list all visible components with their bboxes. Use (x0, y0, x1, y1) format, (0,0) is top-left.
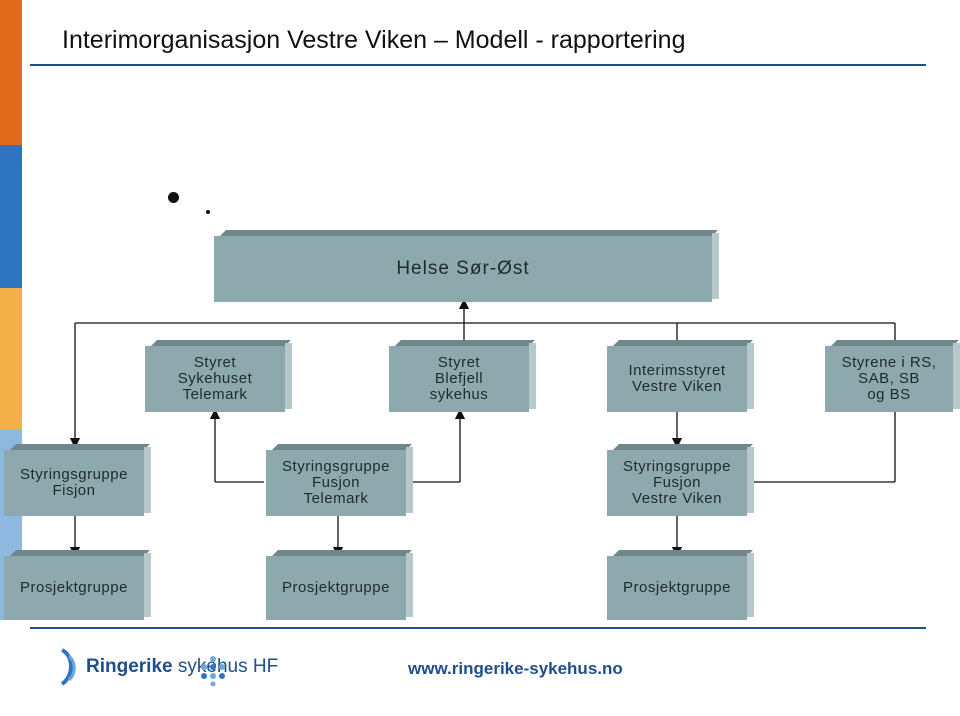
accent-stripe-orange (0, 0, 22, 145)
box-board-blefjell: Styret Blefjell sykehus (389, 343, 536, 412)
footer-url[interactable]: www.ringerike-sykehus.no (408, 659, 623, 678)
footer-rule (30, 627, 926, 629)
box-steering-vestre-viken: Styringsgruppe Fusjon Vestre Viken (607, 447, 754, 516)
logo-mark-icon (58, 648, 80, 686)
logo-text-bold: Ringerike (86, 656, 173, 677)
box-steering-fisjon: Styringsgruppe Fisjon (4, 447, 151, 516)
bullet-icon (168, 192, 179, 203)
logo-text-light: sykehus HF (172, 656, 279, 677)
box-board-telemark: Styret Sykehuset Telemark (145, 343, 292, 412)
period-dot (206, 210, 210, 214)
box-board-styrene: Styrene i RS, SAB, SB og BS (825, 343, 960, 412)
box-project-3: Prosjektgruppe (607, 553, 754, 620)
accent-stripe-blue (0, 145, 22, 288)
box-project-1: Prosjektgruppe (4, 553, 151, 620)
hospital-logo: Ringerike sykehus HF (58, 648, 278, 686)
dots-icon (201, 656, 225, 686)
box-board-interim: Interimsstyret Vestre Viken (607, 343, 754, 412)
slide-title: Interimorganisasjon Vestre Viken – Model… (62, 26, 686, 54)
logo-text: Ringerike sykehus HF (86, 656, 278, 678)
box-root: Helse Sør-Øst (214, 233, 719, 302)
title-rule (30, 64, 926, 66)
box-steering-telemark: Styringsgruppe Fusjon Telemark (266, 447, 413, 516)
accent-stripe-yellow (0, 288, 22, 430)
box-project-2: Prosjektgruppe (266, 553, 413, 620)
